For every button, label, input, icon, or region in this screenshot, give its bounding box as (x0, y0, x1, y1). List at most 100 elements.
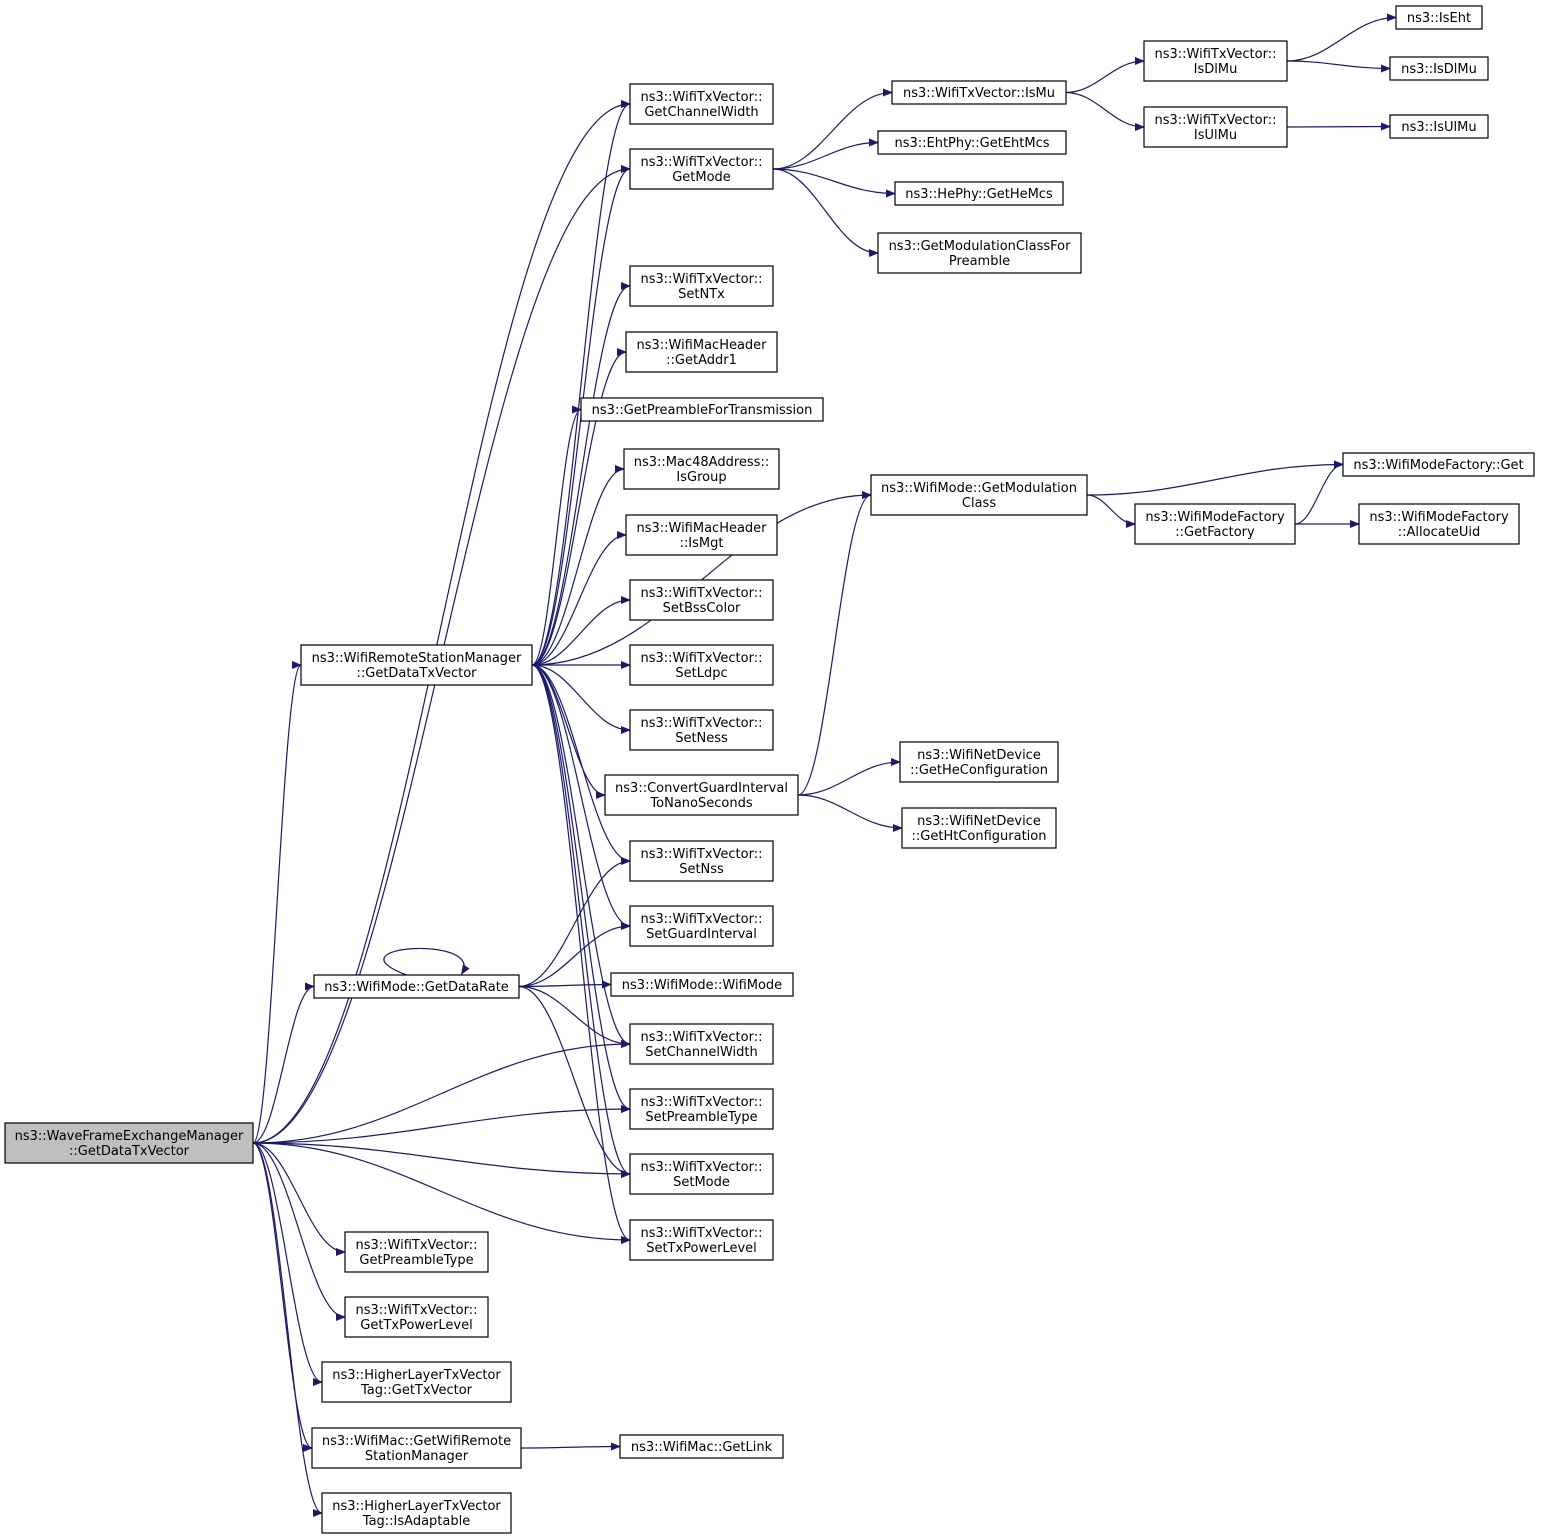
node-box (344, 1296, 489, 1338)
node-box (1143, 106, 1288, 148)
node-netdev-gethe[interactable]: ns3::WifiNetDevice::GetHeConfiguration (899, 741, 1059, 783)
node-mac48-isgroup[interactable]: ns3::Mac48Address::IsGroup (623, 448, 780, 490)
edge-txv_ismu-to-txv_isulmu (1065, 91, 1145, 131)
node-label-line: SetGuardInterval (646, 927, 757, 942)
node-txv-setbsscolor[interactable]: ns3::WifiTxVector::SetBssColor (629, 579, 774, 621)
edge-root-to-mac_getwifiremote (252, 1142, 313, 1452)
node-label-line: ns3::WifiMac::GetLink (631, 1440, 773, 1455)
node-factory-allocateuid[interactable]: ns3::WifiModeFactory::AllocateUid (1358, 503, 1520, 545)
edge-txv_isdlmu-to-iseht (1286, 13, 1397, 62)
node-label-line: IsDlMu (1194, 62, 1238, 77)
node-getpreamblefortx[interactable]: ns3::GetPreambleForTransmission (580, 397, 824, 422)
node-box (894, 181, 1064, 206)
node-label-line: ns3::IsEht (1407, 11, 1471, 26)
node-label-line: ns3::Mac48Address:: (634, 455, 769, 470)
node-box (870, 474, 1088, 516)
node-txv-setntx[interactable]: ns3::WifiTxVector::SetNTx (629, 265, 774, 307)
node-label-line: GetChannelWidth (644, 105, 758, 120)
edge-rsm_getdatatxvector-to-hdr_getaddr1 (531, 348, 627, 666)
node-txv-setmode[interactable]: ns3::WifiTxVector::SetMode (629, 1153, 774, 1195)
node-txv-settxpowerlevel[interactable]: ns3::WifiTxVector::SetTxPowerLevel (629, 1219, 774, 1261)
node-txv-setguardinterval[interactable]: ns3::WifiTxVector::SetGuardInterval (629, 905, 774, 947)
edge-mode_getdatarate-to-txv_setchannelwidth (518, 985, 631, 1048)
node-label-line: ns3::WifiNetDevice (917, 814, 1041, 829)
node-box (625, 331, 778, 373)
node-mode-getdatarate[interactable]: ns3::WifiMode::GetDataRate (313, 974, 520, 999)
node-hdr-ismgt[interactable]: ns3::WifiMacHeader::IsMgt (625, 514, 778, 556)
node-label-line: ns3::WifiTxVector:: (1154, 47, 1276, 62)
node-txv-isulmu[interactable]: ns3::WifiTxVector::IsUlMu (1143, 106, 1288, 148)
node-label-line: ns3::WifiTxVector:: (640, 586, 762, 601)
node-box (899, 741, 1059, 783)
node-txv-setness[interactable]: ns3::WifiTxVector::SetNess (629, 709, 774, 751)
node-label-line: ns3::WifiTxVector:: (640, 1095, 762, 1110)
edge-root-to-mode_getdatarate (252, 982, 315, 1144)
edge-rsm_getdatatxvector-to-txv_setntx (531, 282, 631, 666)
node-box (629, 840, 774, 882)
node-txv-setpreambletype[interactable]: ns3::WifiTxVector::SetPreambleType (629, 1088, 774, 1130)
edge-root-to-txv_setmode (252, 1142, 631, 1178)
node-box (300, 644, 533, 686)
node-box (1389, 114, 1489, 139)
node-label-line: ns3::WaveFrameExchangeManager (15, 1129, 244, 1144)
node-label-line: ns3::WifiModeFactory (1369, 510, 1509, 525)
node-txv-setnss[interactable]: ns3::WifiTxVector::SetNss (629, 840, 774, 882)
edge-mode_getdatarate-to-txv_setguardinterval (518, 922, 631, 988)
node-txv-isdlmu[interactable]: ns3::WifiTxVector::IsDlMu (1143, 40, 1288, 82)
node-mode-getmodulationclass[interactable]: ns3::WifiMode::GetModulationClass (870, 474, 1088, 516)
node-iseht[interactable]: ns3::IsEht (1395, 5, 1483, 30)
node-label-line: IsGroup (676, 470, 726, 485)
node-txv-setchannelwidth[interactable]: ns3::WifiTxVector::SetChannelWidth (629, 1023, 774, 1065)
node-isulmu[interactable]: ns3::IsUlMu (1389, 114, 1489, 139)
node-label-line: ns3::HigherLayerTxVector (332, 1499, 501, 1514)
node-label-line: IsUlMu (1194, 128, 1237, 143)
edge-mode_getmodulationclass-to-factory_get (1086, 460, 1344, 496)
node-isdlmu[interactable]: ns3::IsDlMu (1389, 56, 1489, 81)
node-hdr-getaddr1[interactable]: ns3::WifiMacHeader::GetAddr1 (625, 331, 778, 373)
node-mode-wifimode[interactable]: ns3::WifiMode::WifiMode (610, 972, 794, 997)
edge-root-to-rsm_getdatatxvector (252, 661, 302, 1144)
edge-root-to-txv_settxpowerlevel (252, 1142, 631, 1244)
node-mac-getwifiremote[interactable]: ns3::WifiMac::GetWifiRemoteStationManage… (311, 1427, 522, 1469)
edge-rsm_getdatatxvector-to-txv_setpreambletype (531, 664, 631, 1113)
node-box (629, 644, 774, 686)
node-box (1389, 56, 1489, 81)
node-txv-gettxpowerlevel[interactable]: ns3::WifiTxVector::GetTxPowerLevel (344, 1296, 489, 1338)
edge-txv_isdlmu-to-isdlmu (1286, 60, 1391, 73)
node-box (629, 83, 774, 125)
node-factory-get[interactable]: ns3::WifiModeFactory::Get (1342, 452, 1535, 477)
node-box (1143, 40, 1288, 82)
node-txv-getchannelwidth[interactable]: ns3::WifiTxVector::GetChannelWidth (629, 83, 774, 125)
node-label-line: SetNTx (678, 287, 725, 302)
node-box (311, 1427, 522, 1469)
node-label-line: SetLdpc (675, 666, 727, 681)
edge-rsm_getdatatxvector-to-txv_setnss (531, 664, 631, 865)
node-mac-getlink[interactable]: ns3::WifiMac::GetLink (619, 1434, 784, 1459)
node-label-line: ns3::EhtPhy::GetEhtMcs (894, 136, 1049, 151)
node-label-line: StationManager (365, 1449, 469, 1464)
node-rsm-getdatatxvector[interactable]: ns3::WifiRemoteStationManager::GetDataTx… (300, 644, 533, 686)
node-netdev-getht[interactable]: ns3::WifiNetDevice::GetHtConfiguration (901, 807, 1057, 849)
node-eht-getehtmcs[interactable]: ns3::EhtPhy::GetEhtMcs (877, 130, 1067, 155)
node-factory-getfactory[interactable]: ns3::WifiModeFactory::GetFactory (1134, 503, 1296, 545)
edge-convertgi-to-netdev_gethe (797, 758, 901, 796)
node-root[interactable]: ns3::WaveFrameExchangeManager::GetDataTx… (4, 1122, 254, 1164)
node-label-line: ns3::WifiTxVector:: (640, 651, 762, 666)
node-txv-setldpc[interactable]: ns3::WifiTxVector::SetLdpc (629, 644, 774, 686)
node-label-line: Tag::GetTxVector (360, 1383, 473, 1398)
edge-txv_isulmu-to-isulmu (1286, 122, 1391, 131)
node-txv-ismu[interactable]: ns3::WifiTxVector::IsMu (891, 80, 1067, 105)
node-txv-getpreambletype[interactable]: ns3::WifiTxVector::GetPreambleType (344, 1231, 489, 1273)
node-label-line: GetPreambleType (359, 1253, 473, 1268)
node-txv-getmode[interactable]: ns3::WifiTxVector::GetMode (629, 148, 774, 190)
node-he-gethemcs[interactable]: ns3::HePhy::GetHeMcs (894, 181, 1064, 206)
node-label-line: SetMode (673, 1175, 730, 1190)
edge-rsm_getdatatxvector-to-hdr_ismgt (531, 531, 627, 666)
node-label-line: ns3::WifiNetDevice (917, 748, 1041, 763)
node-label-line: SetBssColor (663, 601, 741, 616)
